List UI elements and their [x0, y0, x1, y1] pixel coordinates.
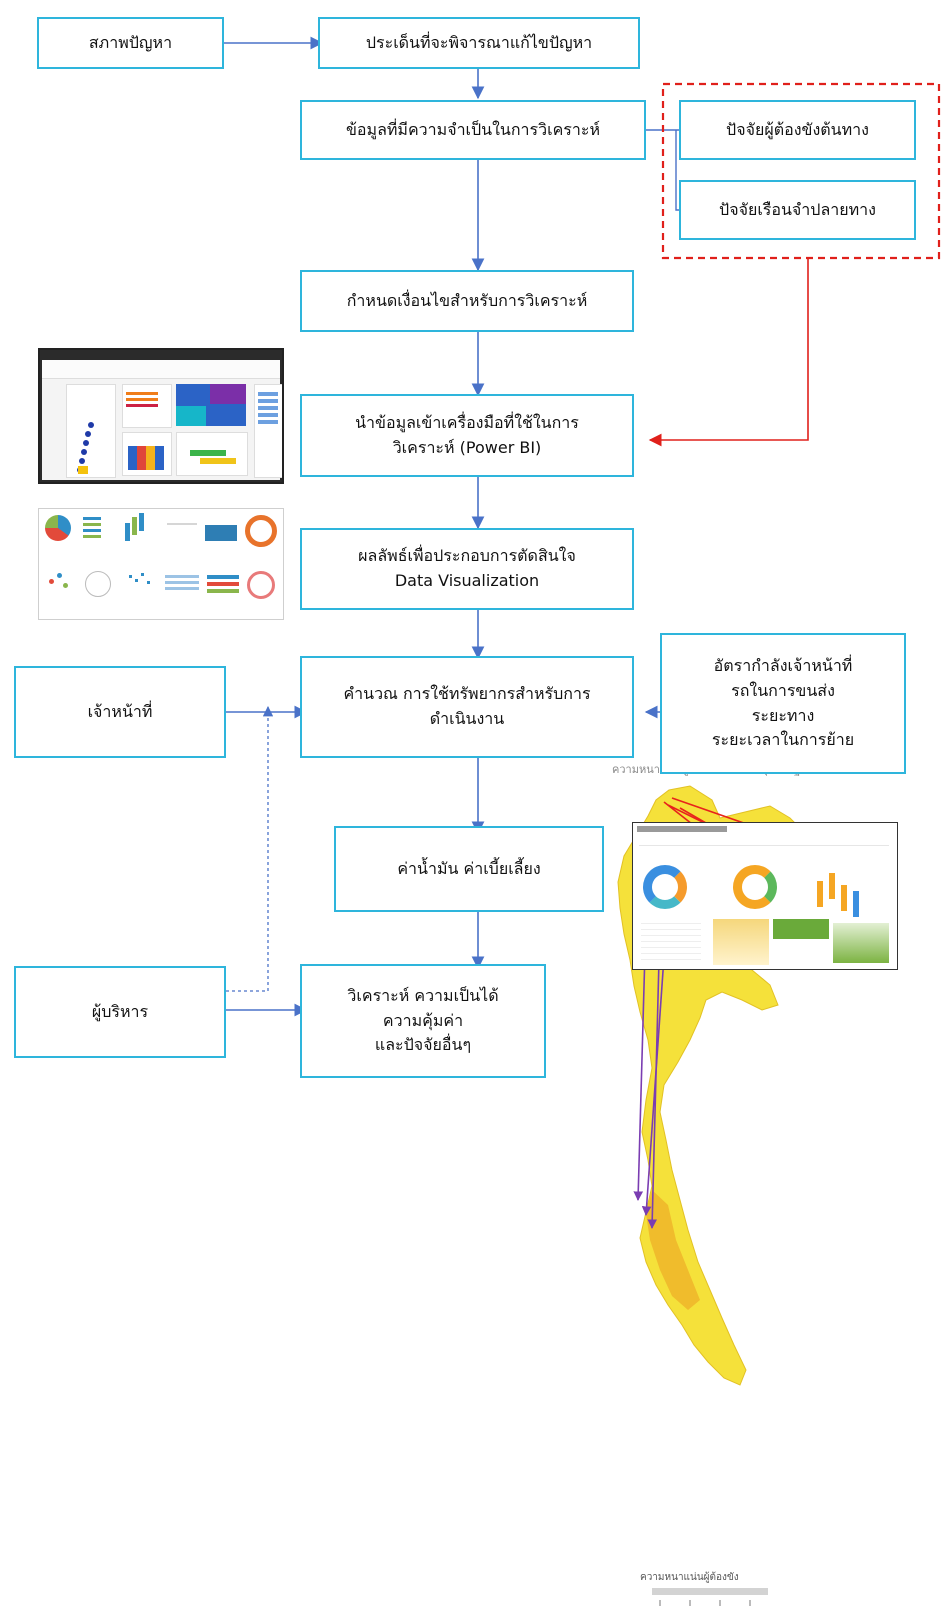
calculate-line-2: ดำเนินงาน: [429, 709, 505, 728]
problem-box: สภาพปัญหา: [37, 17, 224, 69]
destination-factor-box: ปัจจัยเรือนจำปลายทาง: [679, 180, 916, 240]
dashed-executive-to-staff: [226, 705, 274, 992]
map-legend: [652, 1588, 768, 1606]
destination-factor-label: ปัจจัยเรือนจำปลายทาง: [719, 199, 876, 219]
result-box: ผลลัพธ์เพื่อประกอบการตัดสินใจ Data Visua…: [300, 528, 634, 610]
origin-factor-box: ปัจจัยผู้ต้องขังต้นทาง: [679, 100, 916, 160]
executive-box: ผู้บริหาร: [14, 966, 226, 1058]
factors-highlight-frame: [661, 82, 941, 260]
flow-arrows: [222, 36, 678, 1017]
analyze-line-1: วิเคราะห์ ความเป็นได้: [347, 985, 499, 1005]
origin-factor-label: ปัจจัยผู้ต้องขังต้นทาง: [726, 119, 869, 139]
executive-label: ผู้บริหาร: [91, 1001, 149, 1021]
arrow-factors-to-import: [648, 258, 809, 447]
calculate-box: คำนวณ การใช้ทรัพยากรสำหรับการ ดำเนินงาน: [300, 656, 634, 758]
costs-label: ค่าน้ำมัน ค่าเบี้ยเลี้ยง: [397, 858, 541, 878]
conditions-label: กำหนดเงื่อนไขสำหรับการวิเคราะห์: [346, 290, 588, 310]
resource-vehicle: รถในการขนส่ง: [731, 680, 835, 700]
chart-types-thumbnail: [38, 508, 284, 620]
conditions-box: กำหนดเงื่อนไขสำหรับการวิเคราะห์: [300, 270, 634, 332]
resource-staff-rate: อัตรากำลังเจ้าหน้าที่: [713, 655, 853, 675]
costs-box: ค่าน้ำมัน ค่าเบี้ยเลี้ยง: [334, 826, 604, 912]
resource-distance: ระยะทาง: [751, 705, 815, 725]
resources-box: อัตรากำลังเจ้าหน้าที่ รถในการขนส่ง ระยะท…: [660, 633, 906, 774]
staff-label: เจ้าหน้าที่: [87, 701, 153, 721]
issue-box: ประเด็นที่จะพิจารณาแก้ไขปัญหา: [318, 17, 640, 69]
attribution-dashboard-thumbnail: [632, 822, 898, 970]
calculate-line-1: คำนวณ การใช้ทรัพยากรสำหรับการ: [343, 684, 591, 704]
analyze-line-2: ความคุ้มค่า: [382, 1010, 464, 1030]
required-data-box: ข้อมูลที่มีความจำเป็นในการวิเคราะห์: [300, 100, 646, 160]
power-bi-screenshot: [38, 348, 284, 484]
import-tool-line-1: นำข้อมูลเข้าเครื่องมือที่ใช้ในการ: [355, 412, 579, 432]
staff-box: เจ้าหน้าที่: [14, 666, 226, 758]
analyze-line-3: และปัจจัยอื่นๆ: [374, 1035, 472, 1055]
result-line-2: Data Visualization: [394, 571, 540, 590]
resource-duration: ระยะเวลาในการย้าย: [711, 730, 855, 750]
map-legend-title: ความหนาแน่นผู้ต้องขัง: [640, 1572, 739, 1583]
issue-label: ประเด็นที่จะพิจารณาแก้ไขปัญหา: [365, 32, 593, 52]
analyze-box: วิเคราะห์ ความเป็นได้ ความคุ้มค่า และปัจ…: [300, 964, 546, 1078]
import-tool-line-2: วิเคราะห์ (Power BI): [392, 437, 542, 457]
result-line-1: ผลลัพธ์เพื่อประกอบการตัดสินใจ: [358, 546, 576, 566]
problem-label: สภาพปัญหา: [88, 32, 173, 52]
import-tool-box: นำข้อมูลเข้าเครื่องมือที่ใช้ในการ วิเครา…: [300, 394, 634, 477]
required-data-label: ข้อมูลที่มีความจำเป็นในการวิเคราะห์: [345, 119, 601, 139]
